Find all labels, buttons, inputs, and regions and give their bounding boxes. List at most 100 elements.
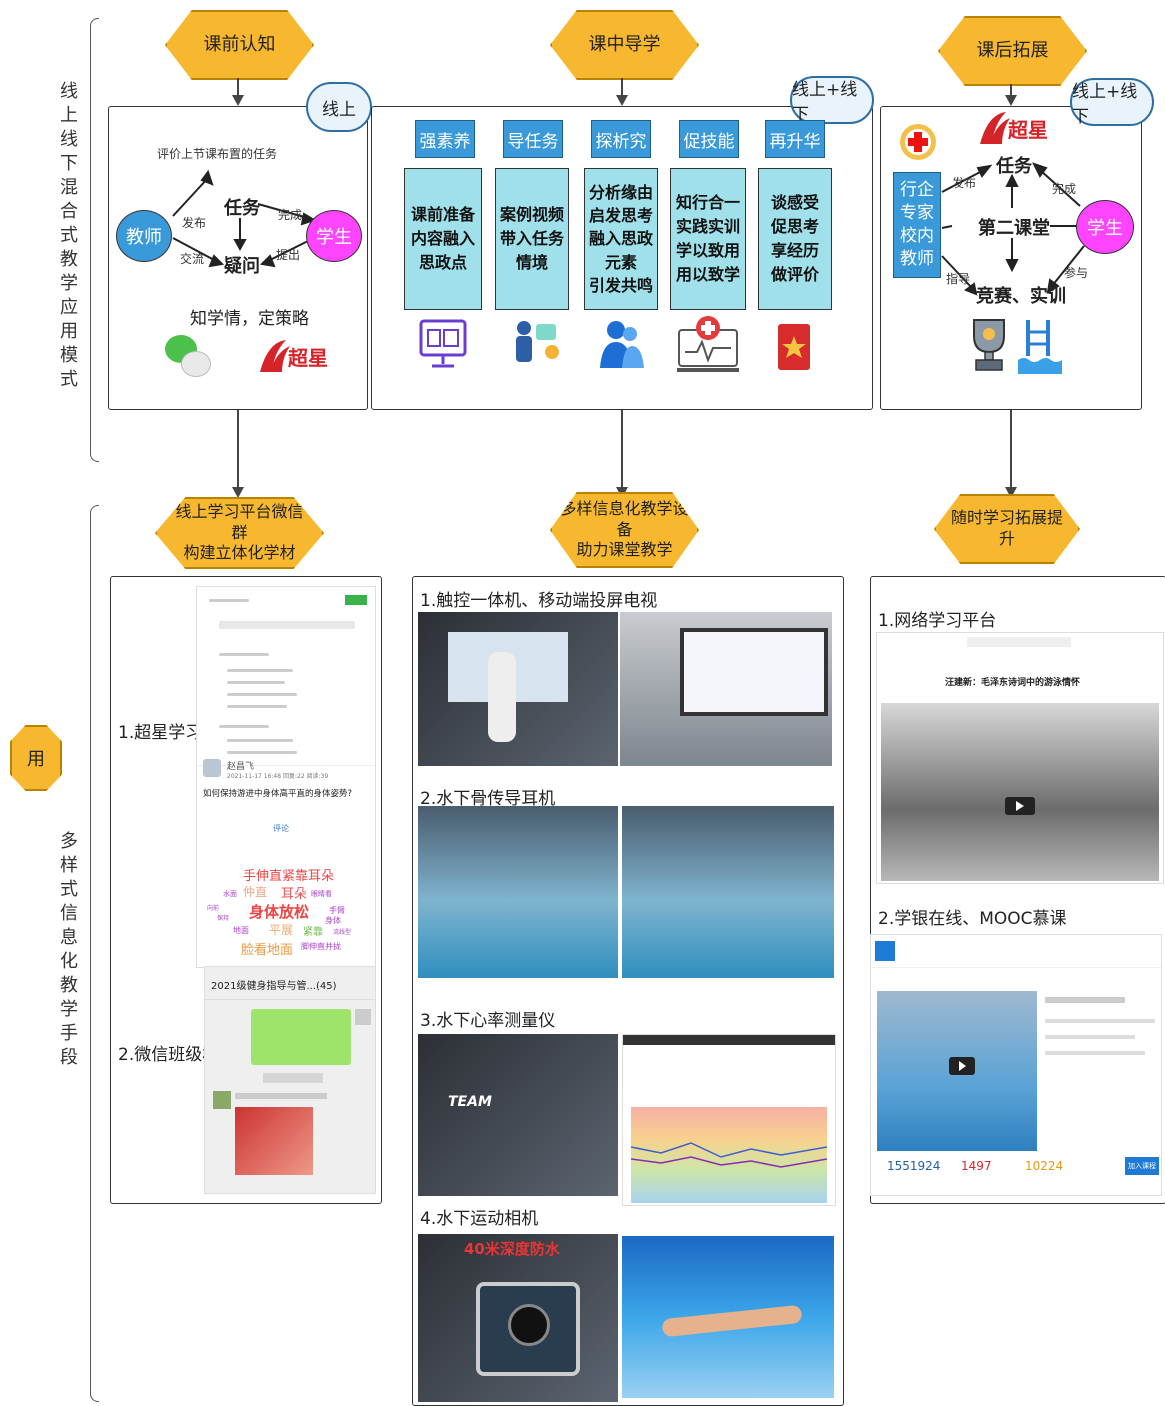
word-1: 仲直 [243,885,268,899]
edge-exchange: 交流 [180,252,205,266]
word-3: 身体放松 [249,903,310,921]
post-class-cloud-text: 线上+线下 [1072,82,1138,127]
left-label-2: 2.微信班级群 [118,1045,220,1065]
card-5-text: 谈感受 促思考 享经历 做评价 [770,193,819,284]
photo-bone-conduction-1 [418,806,618,978]
means-2: 多样信息化教学设备 助力课堂教学 [550,492,699,568]
tag-3: 探析究 [591,120,651,158]
play-icon[interactable] [1005,797,1035,815]
means-3: 随时学习拓展提升 [934,494,1080,564]
arrow-post-to-panel [1005,84,1017,106]
arrow-in-to-means [616,410,628,498]
post-question: 如何保持游进中身体高平直的身体姿势? [203,789,353,799]
teacher-text: 教师 [126,227,162,248]
tag-5-text: 再升华 [769,131,821,152]
word-11: 眼睛看 [311,890,332,898]
monitor-icon [418,318,468,370]
edge-complete: 完成 [278,208,303,222]
word-13: 地面 [233,926,249,935]
arrow-post-to-means [1005,410,1017,498]
video-player[interactable] [881,703,1159,881]
card-5: 谈感受 促思考 享经历 做评价 [758,168,832,310]
word-cloud: 手伸直紧靠耳朵 仲直 耳朵 身体放松 平展 紧靠 脸看地面 脚伸直并拢 手臂 身… [207,849,367,959]
middle-label-2: 2.水下骨传导耳机 [420,789,556,809]
medical-monitor-icon [675,312,741,376]
word-9: 身体 [325,916,341,925]
card-1: 课前准备 内容融入 思政点 [404,168,482,310]
post-task-label: 任务 [996,156,1032,177]
red-book-icon [776,322,812,372]
middle-label-4: 4.水下运动相机 [420,1209,539,1229]
middle-label-3: 3.水下心率测量仪 [420,1011,556,1031]
card-4: 知行合一 实践实训 学以致用 用以致学 [670,168,746,310]
student-text: 学生 [316,227,352,248]
post-class-diagram-lines [941,162,1085,296]
wechat-group-screenshot: 2021级健身指导与管...(45) [204,966,376,1194]
word-4: 平展 [269,923,294,937]
word-7: 脚伸直并拢 [301,942,341,951]
stage-pre-class-title: 课前认知 [203,34,276,56]
word-5: 紧靠 [303,927,323,938]
card-3: 分析缘由 启发思考 融入思政 元素 引发共鸣 [584,168,658,310]
word-14: 向前 [207,905,220,912]
use-octagon: 用 [10,725,62,791]
stage-in-class-title: 课中导学 [588,34,661,56]
tag-5: 再升华 [765,120,825,158]
camera-text: 40米深度防水 [464,1240,560,1258]
right-label-2: 2.学银在线、MOOC慕课 [878,909,1067,929]
means-1-title: 线上学习平台微信群 构建立体化学材 [175,501,304,563]
mooc-video[interactable] [877,991,1037,1151]
use-text: 用 [27,749,45,770]
photo-heart-rate-app: TEAM [418,1034,618,1196]
join-course-button[interactable]: 加入课程 [1125,1157,1159,1175]
red-cross-icon [898,120,938,164]
photo-bone-conduction-2 [622,806,834,978]
word-8: 手臂 [329,906,345,915]
video-title: 汪建新：毛泽东诗词中的游泳情怀 [945,678,1081,688]
card-4-text: 知行合一 实践实训 学以致用 用以致学 [675,193,740,284]
presenter-icon [510,318,560,370]
mooc-play-icon[interactable] [949,1057,975,1075]
word-0: 手伸直紧靠耳朵 [243,869,335,884]
stage-pre-class: 课前认知 [165,10,314,80]
post-user: 赵昌飞 [227,762,255,772]
word-15: 保持 [217,915,230,922]
stage-in-class: 课中导学 [550,10,699,80]
word-6: 脸看地面 [241,943,294,958]
tag-1: 强素养 [415,120,475,158]
means-1: 线上学习平台微信群 构建立体化学材 [155,497,324,569]
arrow-in-to-panel [616,78,628,106]
trophy-icon [966,314,1012,374]
arrow-pre-to-panel [232,78,244,106]
pre-note: 评价上节课布置的任务 [157,147,278,161]
in-class-cloud-text: 线上+线下 [792,80,858,125]
pre-class-cloud: 线上 [306,82,372,132]
right-label-1: 1.网络学习平台 [878,611,997,631]
stat-value-1: 1551924 [887,1159,941,1173]
photo-underwater-camera: 40米深度防水 [418,1234,618,1402]
post-student-node: 学生 [1076,200,1134,254]
means-3-title: 随时学习拓展提升 [950,508,1063,548]
word-12: 水面 [223,890,237,898]
arrow-pre-to-means [232,410,244,498]
tag-2: 导任务 [503,120,563,158]
photo-touch-screen-1 [418,612,618,766]
bottom-vertical-label: 多样式信息化教学手段 [58,830,80,1070]
experts-text: 行企 专家 校内 教师 [900,180,934,269]
stage-post-class: 课后拓展 [938,16,1087,86]
comment-link[interactable]: 评论 [273,824,289,833]
post-student-text: 学生 [1087,218,1123,239]
chaoxing-logo-icon: 超星 [256,336,328,376]
experts-box: 行企 专家 校内 教师 [893,172,941,278]
pre-footer: 知学情，定策略 [190,309,309,329]
post-class-cloud: 线上+线下 [1070,78,1154,127]
wechat-icon [165,335,211,379]
middle-label-1: 1.触控一体机、移动端投屏电视 [420,591,658,611]
tag-1-text: 强素养 [419,131,471,152]
tag-3-text: 探析究 [595,131,647,152]
post-chaoxing-logo-text: 超星 [1008,118,1048,142]
means-2-title: 多样信息化教学设备 助力课堂教学 [560,498,689,560]
student-node: 学生 [306,210,362,262]
card-2-text: 案例视频 带入任务 情境 [499,205,564,272]
pre-class-cloud-text: 线上 [322,99,356,120]
